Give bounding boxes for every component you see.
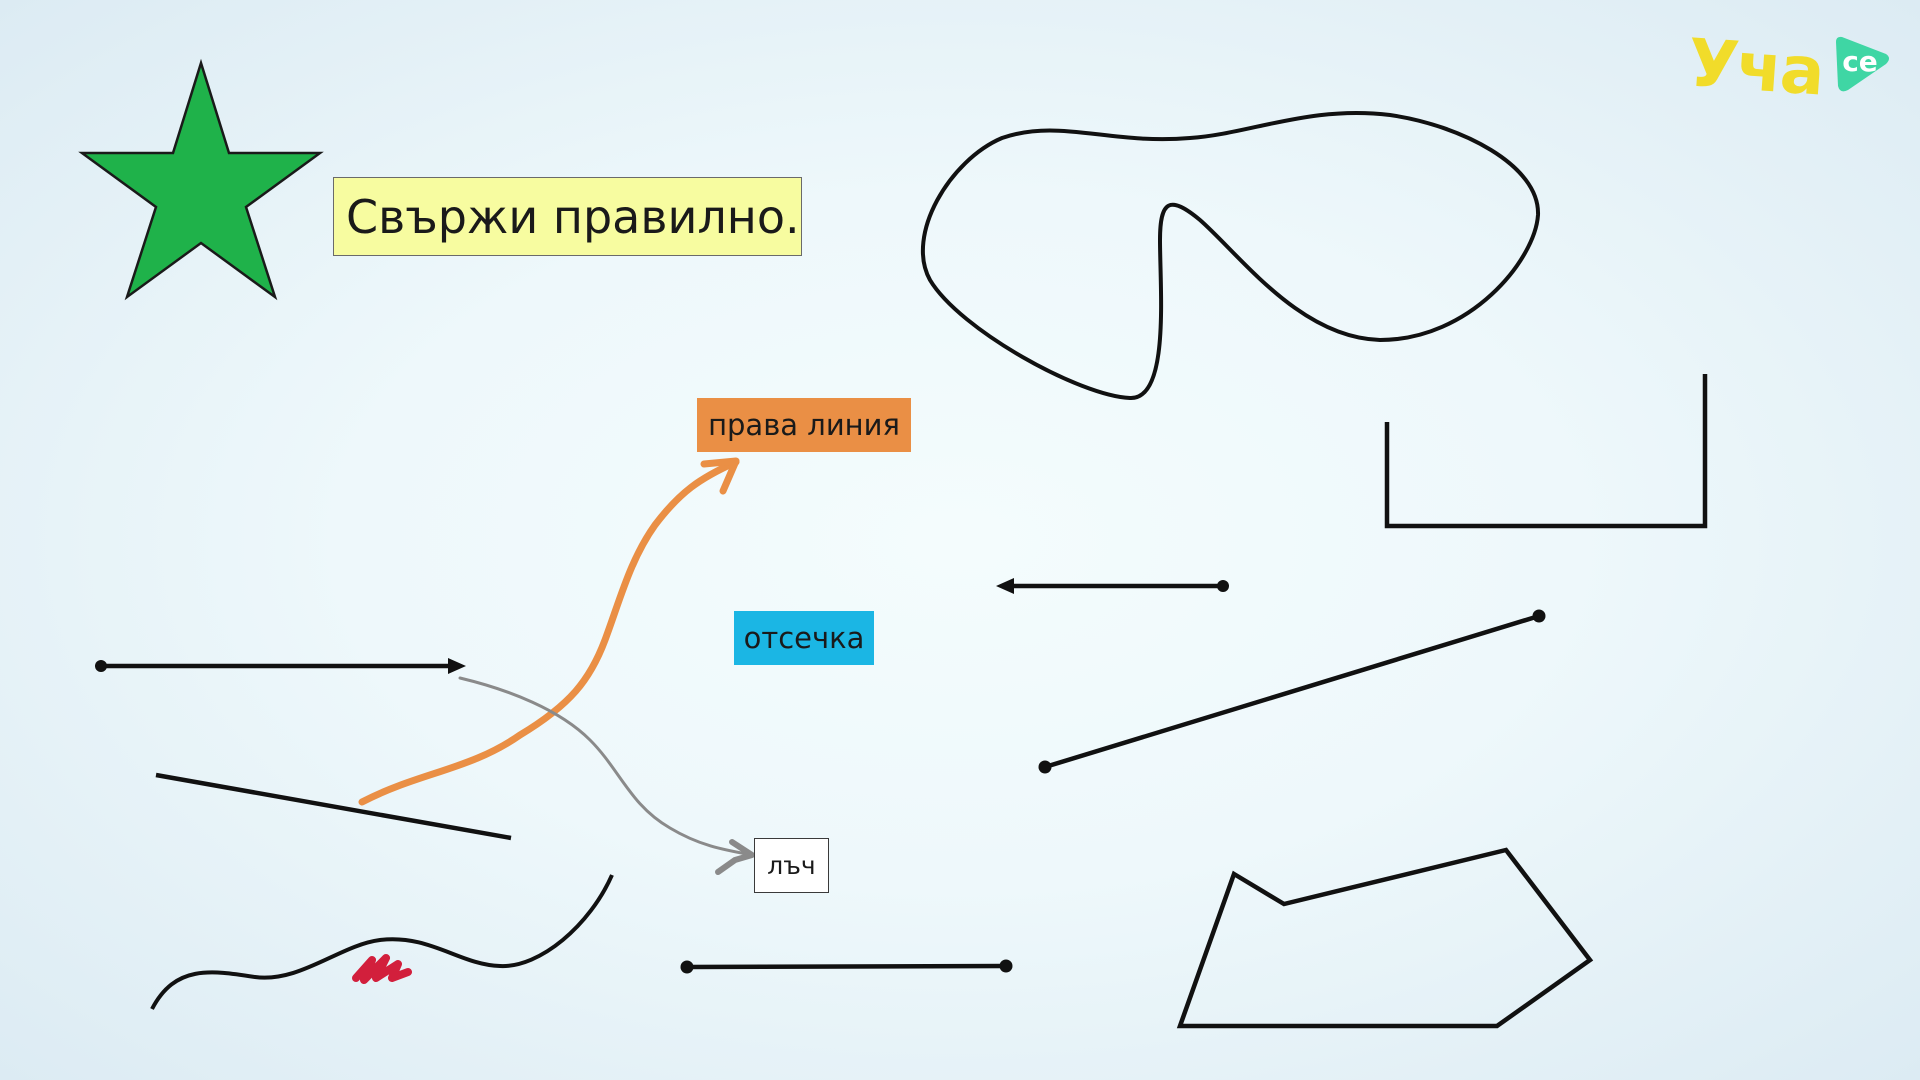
segment-bottom-endpoint-a	[680, 960, 694, 974]
instruction-title: Свържи правилно.	[333, 177, 802, 256]
play-badge-icon	[1836, 36, 1889, 92]
segment-slanted-endpoint-b	[1532, 609, 1546, 623]
ray-right-arrowhead	[448, 658, 466, 674]
ray-left-arrowhead	[996, 578, 1014, 594]
logo-badge-text: се	[1842, 45, 1878, 78]
red-mark	[352, 954, 412, 984]
segment-slanted-endpoint-a	[1038, 760, 1052, 774]
straight-line	[155, 772, 512, 841]
star-icon	[78, 58, 324, 301]
label-segment[interactable]: отсечка	[734, 611, 874, 665]
label-straight-line[interactable]: права линия	[697, 398, 911, 452]
orange-connection-arrow	[358, 458, 740, 806]
gray-connection-arrow	[458, 676, 754, 857]
segment-bottom-endpoint-b	[999, 959, 1013, 973]
segment-slanted	[1044, 613, 1540, 770]
logo: Уча се	[1686, 24, 1894, 112]
label-ray[interactable]: лъч	[754, 838, 829, 893]
gray-arrowhead	[715, 839, 755, 875]
open-bracket-shape	[1384, 374, 1708, 529]
logo-text: Уча	[1685, 24, 1826, 111]
ray-left-endpoint	[1217, 580, 1229, 592]
segment-bottom	[686, 963, 1007, 970]
closed-curve-shape	[920, 110, 1541, 401]
ray-right-endpoint	[95, 660, 107, 672]
polygon-shape	[1176, 847, 1594, 1029]
wavy-curve	[150, 874, 614, 1010]
orange-arrowhead	[700, 457, 740, 495]
